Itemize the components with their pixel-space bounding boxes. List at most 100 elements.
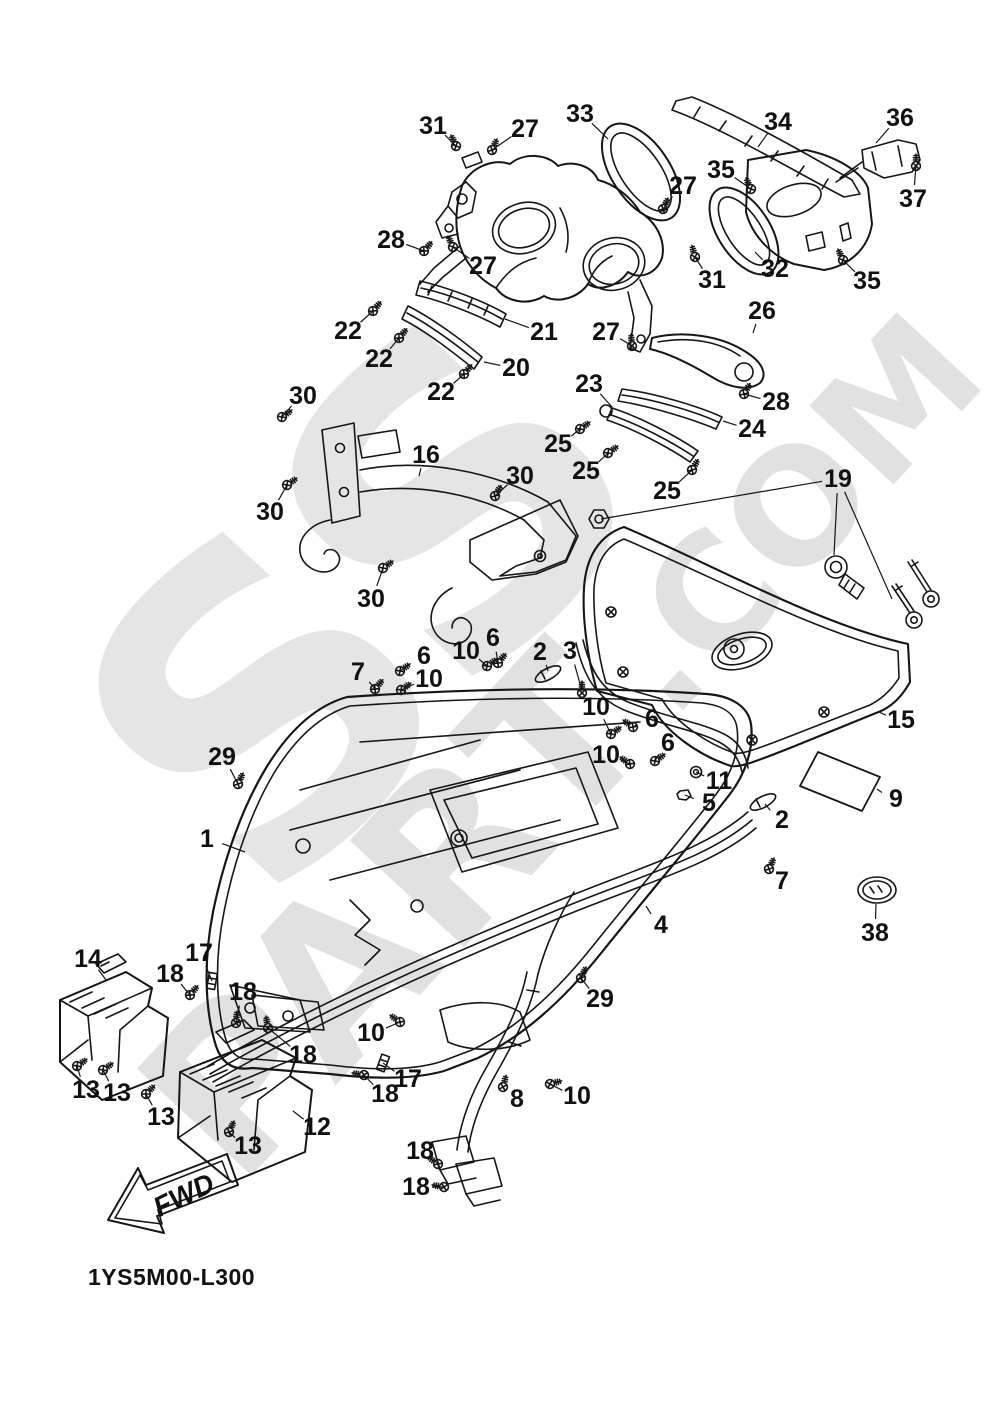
- emblem-38-art: [857, 876, 897, 904]
- leader-line: [221, 842, 246, 853]
- leader-line: [292, 1110, 305, 1120]
- callout-label-22: 22: [334, 317, 362, 345]
- callout-label-27: 27: [511, 115, 539, 143]
- callout-label-10: 10: [592, 741, 620, 769]
- leader-line: [97, 969, 107, 981]
- leader-line: [603, 718, 612, 735]
- leader-line: [752, 323, 757, 334]
- leader-line: [599, 393, 613, 408]
- leader-line: [632, 723, 638, 728]
- callout-label-10: 10: [415, 665, 443, 693]
- leader-line: [180, 983, 191, 996]
- leader-line: [844, 491, 893, 600]
- ring-32-art: [708, 186, 780, 276]
- piece-26-art: [649, 333, 765, 389]
- leader-line: [768, 868, 771, 872]
- leader-line: [444, 134, 457, 147]
- bracket-36-art: [835, 139, 921, 183]
- callout-label-25: 25: [653, 477, 681, 505]
- callout-label-27: 27: [469, 252, 497, 280]
- leader-line: [478, 658, 488, 667]
- leader-line: [205, 965, 213, 982]
- leader-line: [502, 1086, 506, 1091]
- callout-label-15: 15: [887, 706, 915, 734]
- leader-line: [694, 256, 703, 270]
- leader-line: [684, 794, 695, 800]
- leader-line: [654, 754, 660, 762]
- callout-label-13: 13: [234, 1132, 262, 1160]
- callout-label-31: 31: [419, 112, 447, 140]
- callout-label-18: 18: [229, 978, 257, 1006]
- callout-label-23: 23: [575, 370, 603, 398]
- callout-label-10: 10: [563, 1082, 591, 1110]
- callout-label-35: 35: [853, 267, 881, 295]
- callout-label-9: 9: [889, 785, 903, 813]
- leader-line: [645, 905, 652, 915]
- callout-label-18: 18: [402, 1173, 430, 1201]
- leader-line: [878, 711, 887, 716]
- callout-label-17: 17: [185, 939, 213, 967]
- leader-line: [695, 771, 705, 777]
- callout-label-19: 19: [824, 465, 852, 493]
- leader-line: [399, 662, 411, 672]
- leader-line: [549, 1083, 563, 1091]
- leader-line: [620, 759, 631, 765]
- callout-label-8: 8: [510, 1085, 524, 1113]
- leader-line: [876, 788, 883, 793]
- leader-line: [597, 452, 609, 463]
- leader-line: [743, 393, 761, 400]
- leader-line: [400, 683, 415, 691]
- leader-line: [76, 1065, 81, 1078]
- leader-line: [734, 176, 752, 190]
- callout-label-35: 35: [707, 156, 735, 184]
- leader-line: [764, 803, 771, 811]
- callout-label-10: 10: [357, 1019, 385, 1047]
- callout-label-28: 28: [762, 388, 790, 416]
- leader-line: [833, 492, 838, 556]
- leader-line: [913, 165, 917, 186]
- leader-line: [545, 664, 549, 672]
- callout-label-10: 10: [452, 637, 480, 665]
- callout-label-12: 12: [303, 1113, 331, 1141]
- callout-label-25: 25: [544, 430, 572, 458]
- callout-label-11: 11: [706, 767, 733, 795]
- callout-label-13: 13: [147, 1103, 175, 1131]
- callout-label-2: 2: [533, 638, 547, 666]
- leader-line: [453, 373, 465, 384]
- leader-line: [570, 428, 581, 437]
- leader-line: [619, 338, 633, 347]
- callout-label-33: 33: [566, 100, 594, 128]
- callout-label-27: 27: [592, 318, 620, 346]
- leader-line: [574, 664, 583, 692]
- leader-line: [600, 480, 823, 520]
- hardware-misc: [205, 665, 777, 1073]
- rear-cover-art: [671, 96, 873, 271]
- callout-label-30: 30: [289, 382, 317, 410]
- callout-label-32: 32: [761, 255, 789, 283]
- leader-line: [281, 405, 293, 418]
- bracket-16-art: [299, 422, 579, 645]
- diagram-artwork: [59, 96, 940, 1234]
- callout-label-34: 34: [764, 108, 792, 136]
- leader-line: [389, 337, 400, 350]
- leader-line: [491, 136, 512, 151]
- leader-line: [432, 1158, 439, 1165]
- box-14-art: [59, 953, 169, 1101]
- leader-line: [145, 1093, 153, 1106]
- callout-label-13: 13: [103, 1079, 131, 1107]
- leader-line: [580, 977, 590, 989]
- leader-line: [754, 251, 764, 261]
- callout-label-10: 10: [582, 693, 610, 721]
- callout-label-16: 16: [412, 441, 440, 469]
- leader-line: [229, 768, 239, 785]
- box-12-art: [177, 1019, 313, 1183]
- leader-line: [102, 1069, 110, 1082]
- leader-line: [662, 196, 673, 210]
- leader-line: [360, 310, 374, 323]
- callout-label-29: 29: [586, 985, 614, 1013]
- fwd-arrow-art: [107, 1153, 239, 1234]
- callout-label-30: 30: [357, 585, 385, 613]
- stay-4-art: [207, 811, 757, 1083]
